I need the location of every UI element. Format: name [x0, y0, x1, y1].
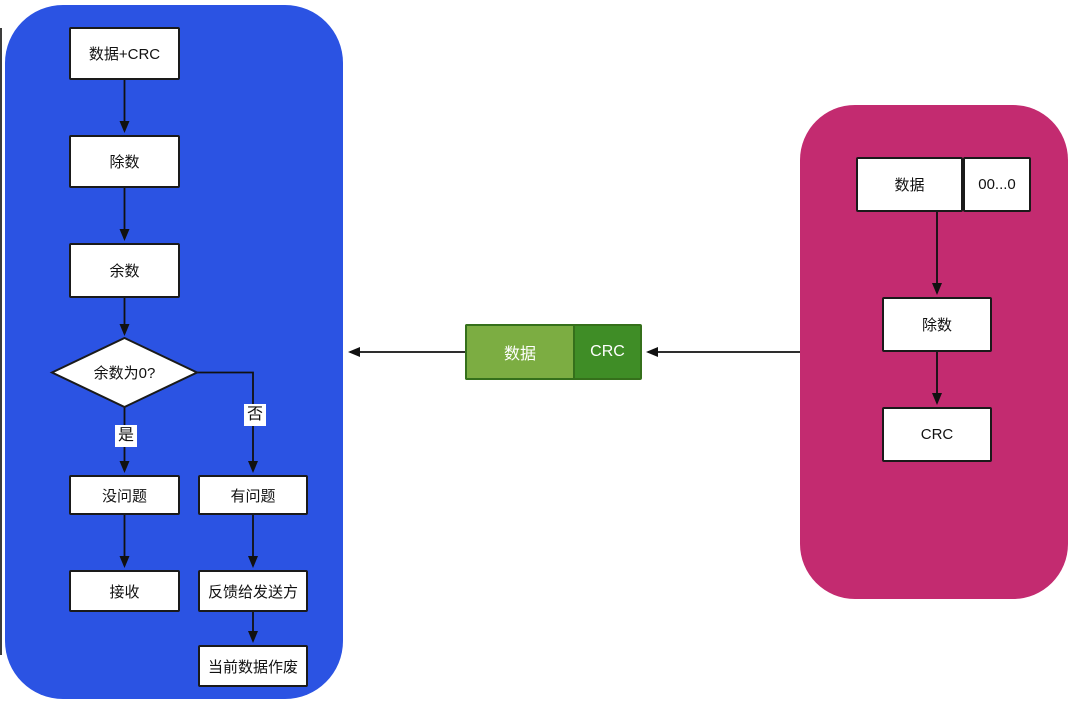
node-crc-sender: CRC: [882, 407, 992, 462]
node-divisor-sender: 除数: [882, 297, 992, 352]
node-feedback-sender: 反馈给发送方: [198, 570, 308, 612]
branch-label-no: 否: [244, 404, 267, 426]
transmitted-frame: 数据 CRC: [465, 324, 642, 380]
node-remainder: 余数: [69, 243, 180, 298]
node-receive: 接收: [69, 570, 180, 612]
page-edge-line: [0, 28, 2, 655]
node-zeros: 00...0: [963, 157, 1031, 212]
node-has-problem: 有问题: [198, 475, 308, 515]
node-divisor-receiver: 除数: [69, 135, 180, 188]
frame-data-segment: 数据: [465, 324, 573, 380]
node-no-problem: 没问题: [69, 475, 180, 515]
node-data-sender: 数据: [856, 157, 963, 212]
node-data-plus-crc: 数据+CRC: [69, 27, 180, 80]
branch-label-yes: 是: [115, 425, 138, 447]
decision-label: 余数为0?: [93, 365, 156, 382]
node-discard-data: 当前数据作废: [198, 645, 308, 687]
frame-crc-segment: CRC: [573, 324, 642, 380]
